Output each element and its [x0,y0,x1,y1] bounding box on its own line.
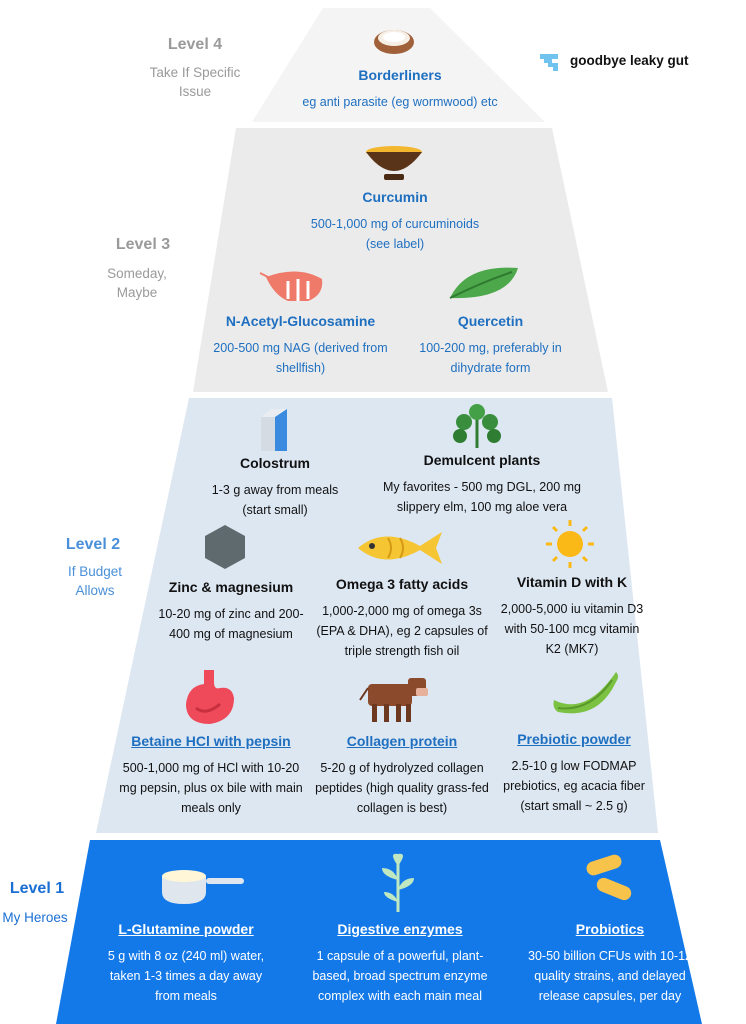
level1-label: Level 1 [9,880,65,897]
item-title-link[interactable]: Betaine HCl with pepsin [131,733,291,749]
scoop-icon [162,870,244,904]
level4-tier [252,8,545,122]
sprout-icon [382,853,414,912]
level4-desc: Take If Specific Issue [149,65,241,99]
herb-icon [453,404,501,448]
leaf-icon [449,267,518,299]
level3-tier [193,128,608,392]
item-desc: 2,000-5,000 iu vitamin D3 with 50-100 mc… [500,602,644,656]
item-title: Demulcent plants [423,452,541,468]
level2-tier [96,398,658,833]
item-collagen: Collagen protein 5-20 g of hydrolyzed co… [310,732,494,818]
item-title-link[interactable]: L-Glutamine powder [118,921,254,937]
cow-icon [359,678,428,722]
item-desc: 100-200 mg, preferably in dihydrate form [419,341,562,375]
level3-label: Level 3 [115,236,171,253]
item-title: Omega 3 fatty acids [335,576,469,592]
item-title-link[interactable]: Prebiotic powder [517,731,631,747]
level1-tier [56,840,702,1024]
item-prebiotic: Prebiotic powder 2.5-10 g low FODMAP pre… [494,730,654,816]
level1-desc: My Heroes [2,910,68,925]
level2-label: Level 2 [65,536,121,553]
item-probiotics: Probiotics 30-50 billion CFUs with 10-12… [516,920,704,1006]
item-desc: 2.5-10 g low FODMAP prebiotics, eg acaci… [503,759,645,813]
item-nag: N-Acetyl-Glucosamine 200-500 mg NAG (der… [208,312,393,378]
item-curcumin: Curcumin 500-1,000 mg of curcuminoids (s… [300,188,490,254]
item-title: Colostrum [240,455,310,471]
item-demulcent: Demulcent plants My favorites - 500 mg D… [372,451,592,517]
fish-icon [358,532,442,564]
item-title-link[interactable]: Probiotics [575,921,645,937]
bowl-icon [366,146,422,180]
item-desc: 1,000-2,000 mg of omega 3s (EPA & DHA), … [316,604,488,658]
item-borderliners: Borderliners eg anti parasite (eg wormwo… [270,66,530,112]
item-l-glutamine: L-Glutamine powder 5 g with 8 oz (240 ml… [98,920,274,1006]
item-digestive-enzymes: Digestive enzymes 1 capsule of a powerfu… [300,920,500,1006]
item-title: Zinc & magnesium [168,579,294,595]
brand-name: goodbye leaky gut [570,53,689,68]
level4-label: Level 4 [167,36,223,53]
level2-desc: If Budget Allows [67,564,123,598]
item-title: Borderliners [358,67,442,83]
item-omega3: Omega 3 fatty acids 1,000-2,000 mg of om… [310,575,494,661]
item-desc: eg anti parasite (eg wormwood) etc [302,95,498,109]
milk-carton-icon [261,409,287,451]
item-title: N-Acetyl-Glucosamine [225,313,376,329]
coconut-icon [374,30,414,54]
item-desc: 10-20 mg of zinc and 200-400 mg of magne… [158,607,304,641]
item-desc: My favorites - 500 mg DGL, 200 mg slippe… [383,480,581,514]
capsules-icon [586,854,632,901]
item-desc: 30-50 billion CFUs with 10-12 quality st… [528,949,692,1003]
item-vitamin-d: Vitamin D with K 2,000-5,000 iu vitamin … [498,573,646,659]
intestine-logo-icon [540,54,558,71]
hexagon-icon [205,525,245,569]
item-title: Vitamin D with K [516,574,628,590]
item-desc: 1 capsule of a powerful, plant-based, br… [312,949,488,1003]
item-desc: 5-20 g of hydrolyzed collagen peptides (… [315,761,489,815]
shrimp-icon [259,271,323,301]
level3-desc: Someday, Maybe [107,266,167,300]
item-title: Quercetin [457,313,524,329]
item-desc: 500-1,000 mg of HCl with 10-20 mg pepsin… [119,761,303,815]
item-desc: 1-3 g away from meals (start small) [211,483,339,517]
item-desc: 200-500 mg NAG (derived from shellfish) [213,341,388,375]
item-desc: 5 g with 8 oz (240 ml) water, taken 1-3 … [107,949,265,1003]
item-title-link[interactable]: Digestive enzymes [337,921,463,937]
item-colostrum: Colostrum 1-3 g away from meals (start s… [198,454,352,520]
item-quercetin: Quercetin 100-200 mg, preferably in dihy… [398,312,583,378]
item-betaine: Betaine HCl with pepsin 500-1,000 mg of … [118,732,304,818]
sun-icon [546,520,594,568]
stomach-icon [186,670,234,724]
item-desc: 500-1,000 mg of curcuminoids (see label) [310,217,480,251]
item-title: Curcumin [362,189,428,205]
banana-icon [553,672,618,714]
item-title-link[interactable]: Collagen protein [346,733,458,749]
item-zinc: Zinc & magnesium 10-20 mg of zinc and 20… [156,578,306,644]
